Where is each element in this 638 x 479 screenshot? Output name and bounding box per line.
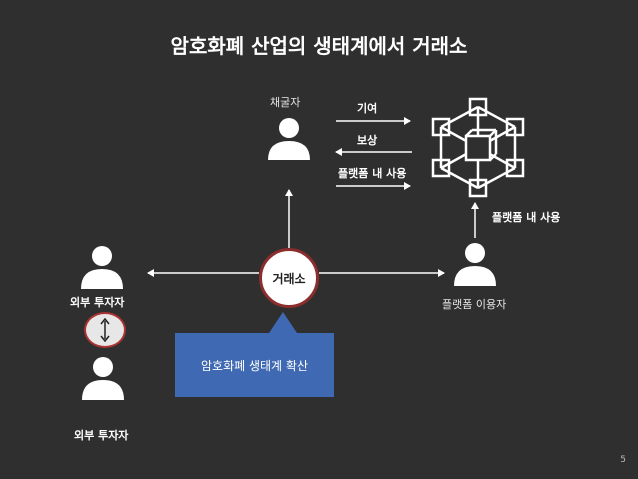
investor-top-person-icon xyxy=(81,246,123,289)
exchange-node: 거래소 xyxy=(259,248,319,308)
platform-use-right-label: 플랫폼 내 사용 xyxy=(492,211,561,224)
contribution-label: 기여 xyxy=(357,102,378,115)
reward-label: 보상 xyxy=(357,134,378,147)
investor-bottom-person-icon xyxy=(82,357,124,400)
up-down-arrow-icon xyxy=(100,317,110,343)
page-number: 5 xyxy=(620,455,626,465)
blockchain-network-icon xyxy=(431,97,525,198)
slide-title: 암호화폐 산업의 생태계에서 거래소 xyxy=(170,34,468,58)
ecosystem-expansion-callout: 암호화폐 생태계 확산 xyxy=(175,333,334,397)
miner-label: 채굴자 xyxy=(270,96,301,109)
bidirectional-exchange-badge xyxy=(84,312,126,348)
miner-person-icon xyxy=(268,118,310,160)
investor-bottom-label: 외부 투자자 xyxy=(74,429,129,442)
platform-user-label: 플랫폼 이용자 xyxy=(442,298,507,311)
callout-pointer xyxy=(269,312,297,333)
platform-use-top-label: 플랫폼 내 사용 xyxy=(338,167,407,180)
platform-user-person-icon xyxy=(454,243,496,286)
investor-top-label: 외부 투자자 xyxy=(70,296,125,309)
